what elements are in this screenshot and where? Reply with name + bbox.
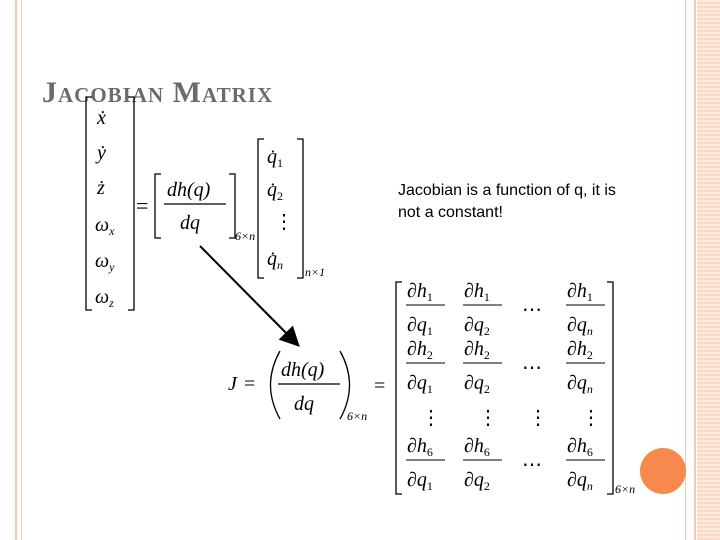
q-size-label: n×1	[305, 265, 325, 279]
partial-numerator: ∂h2	[567, 338, 593, 362]
velocity-bracket-left	[85, 96, 92, 311]
slide-title: Jacobian Matrix	[42, 76, 274, 109]
partial-denominator: ∂q2	[464, 372, 490, 396]
partial-denominator: ∂qn	[567, 314, 593, 338]
q-dot-2: q̇2	[267, 179, 283, 203]
partial-denominator: ∂q2	[464, 469, 490, 493]
vertical-ellipsis: ⋮	[421, 407, 441, 429]
velocity-vector	[85, 96, 135, 311]
partial-denominator: ∂q1	[407, 469, 433, 493]
partial-numerator: ∂h1	[407, 280, 433, 304]
decorative-right-band	[697, 0, 720, 540]
partial-numerator: ∂h6	[464, 435, 490, 459]
partial-numerator: ∂h1	[464, 280, 490, 304]
orange-circle-decoration	[640, 448, 686, 494]
partial-denominator: ∂q1	[407, 314, 433, 338]
top-fraction-brackets	[154, 173, 236, 239]
jacobian-size-label: 6×n	[347, 409, 367, 423]
q-vector: q̇1 q̇2 ⋮ q̇n	[267, 146, 294, 272]
frame-left-outer-line	[15, 0, 17, 540]
frame-right-outer-line	[694, 0, 696, 540]
partial-denominator: ∂q2	[464, 314, 490, 338]
horizontal-ellipsis: ⋯	[522, 299, 542, 321]
q-dot-1: q̇1	[267, 146, 283, 170]
top-equals-sign: =	[136, 193, 148, 218]
horizontal-ellipsis: ⋯	[522, 357, 542, 379]
velocity-x-dot: ẋ	[96, 107, 106, 129]
jacobian-paren-left	[269, 350, 281, 420]
q-dot-n: q̇n	[267, 248, 283, 272]
frame-left-inner-line	[21, 0, 22, 540]
q-vector-brackets	[257, 138, 304, 279]
jacobian-equals-1: =	[244, 373, 255, 395]
omega-z: ωz	[95, 286, 114, 310]
partial-denominator: ∂q1	[407, 372, 433, 396]
horizontal-ellipsis: ⋯	[522, 454, 542, 476]
vertical-ellipsis: ⋮	[478, 407, 498, 429]
jacobian-denominator: dq	[294, 393, 314, 415]
top-fraction-denominator: dq	[180, 212, 200, 234]
partial-denominator: ∂qn	[567, 469, 593, 493]
top-fraction-numerator: dh(q)	[167, 179, 211, 201]
jacobian-paren-right	[339, 350, 351, 420]
velocity-bracket-right	[128, 96, 135, 311]
velocity-entries: ẋ ẏ ż ωx ωy ωz	[95, 107, 115, 310]
arrow	[199, 245, 300, 347]
vertical-ellipsis: ⋮	[528, 407, 548, 429]
velocity-y-dot: ẏ	[95, 142, 106, 164]
frame-right-inner-line	[685, 0, 686, 540]
omega-y: ωy	[95, 250, 115, 274]
jacobian-numerator: dh(q)	[281, 359, 325, 381]
jacobian-matrix: ∂h1∂q1∂h1∂q2∂h1∂qn⋯∂h2∂q1∂h2∂q2∂h2∂qn⋯∂h…	[406, 280, 605, 493]
partial-denominator: ∂qn	[567, 372, 593, 396]
vertical-ellipsis: ⋮	[581, 407, 601, 429]
note-text: Jacobian is a function of q, it is not a…	[398, 182, 616, 221]
jacobian-matrix-brackets	[395, 281, 614, 495]
jacobian-equals-2: =	[374, 375, 385, 397]
omega-x: ωx	[95, 214, 115, 238]
partial-numerator: ∂h6	[567, 435, 593, 459]
matrix-size-label: 6×n	[615, 482, 635, 496]
velocity-z-dot: ż	[96, 177, 105, 199]
jacobian-symbol: J	[228, 373, 238, 395]
partial-numerator: ∂h6	[407, 435, 433, 459]
partial-numerator: ∂h2	[407, 338, 433, 362]
q-vdots: ⋮	[274, 211, 294, 233]
top-size-label: 6×n	[235, 229, 255, 243]
partial-numerator: ∂h1	[567, 280, 593, 304]
partial-numerator: ∂h2	[464, 338, 490, 362]
